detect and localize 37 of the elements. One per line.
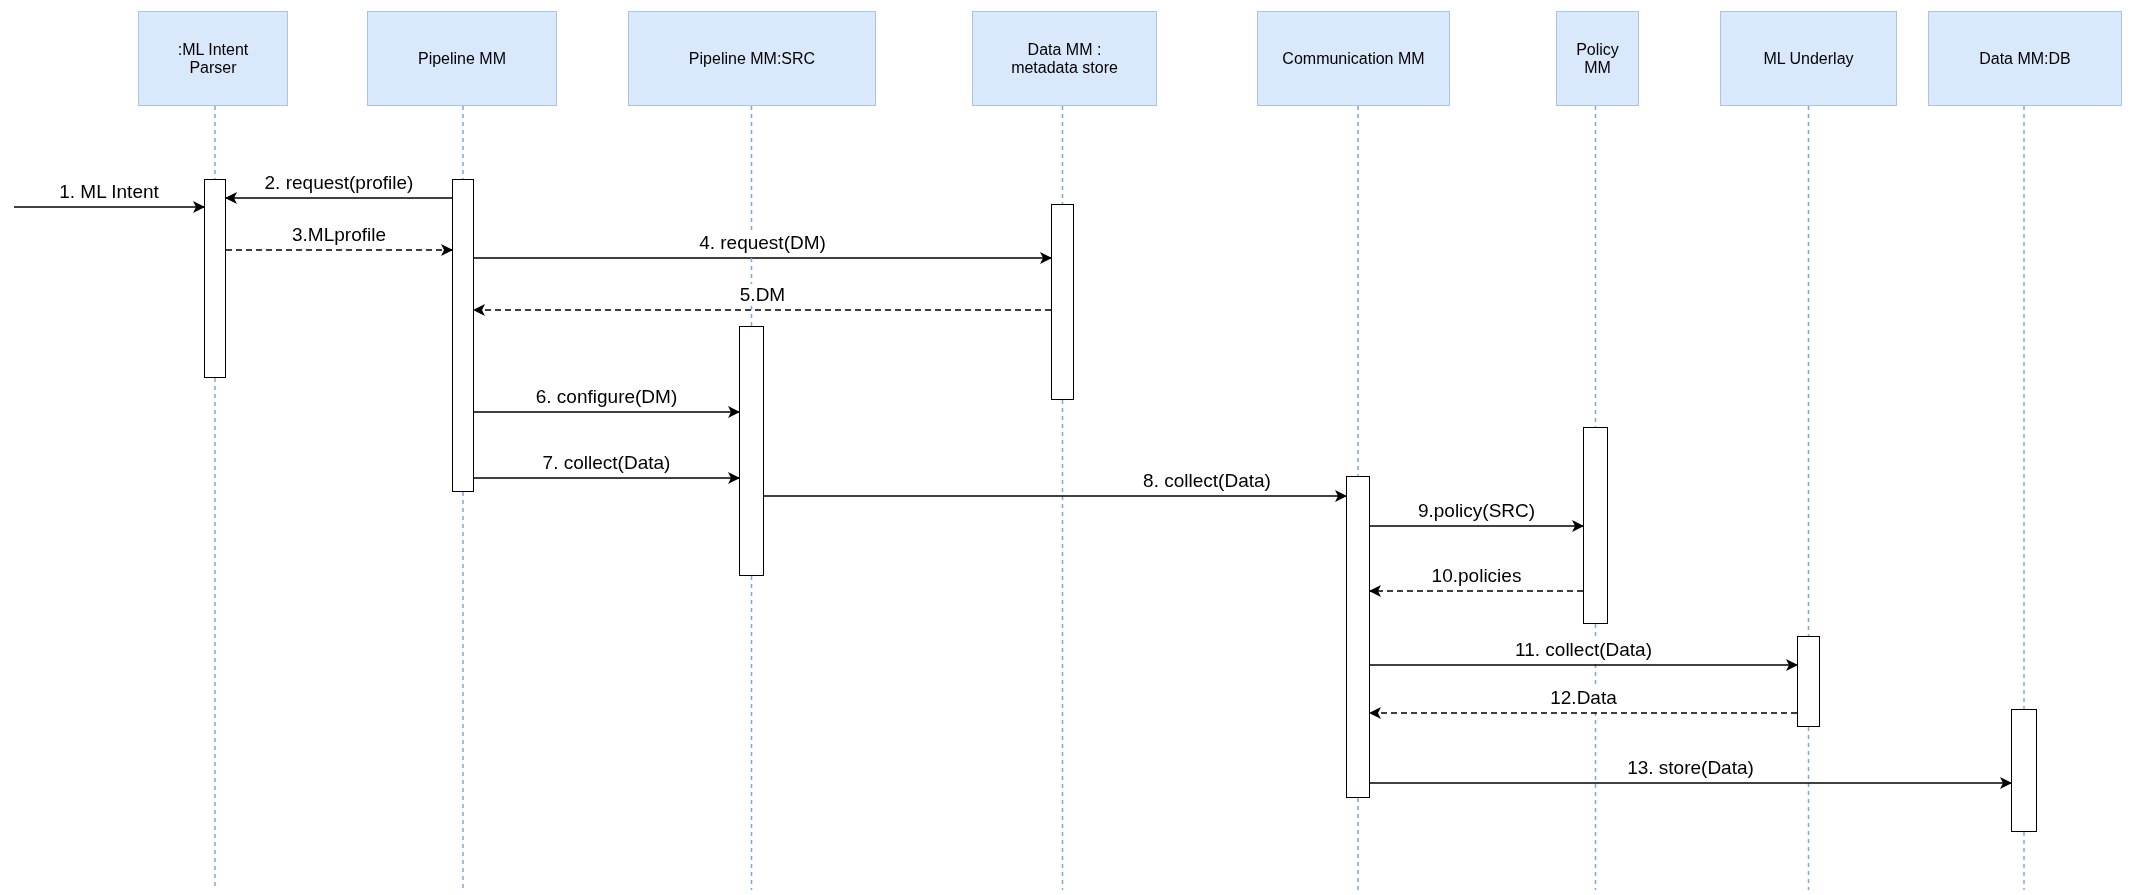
activation-bar bbox=[1583, 427, 1608, 624]
lifeline-header-box: Data MM:DB bbox=[1928, 11, 2122, 106]
message-label: 11. collect(Data) bbox=[1513, 639, 1654, 661]
lifeline-header-box: Policy MM bbox=[1556, 11, 1639, 106]
message-arrow bbox=[473, 252, 1052, 264]
lifeline-header-box: :ML Intent Parser bbox=[138, 11, 288, 106]
message-arrow bbox=[763, 490, 1347, 502]
activation-bar bbox=[1051, 204, 1074, 400]
lifeline bbox=[1357, 105, 1359, 477]
lifeline bbox=[750, 105, 753, 327]
return-message-arrow bbox=[473, 304, 1052, 316]
lifeline bbox=[1061, 105, 1064, 205]
message-arrow bbox=[1369, 520, 1584, 532]
activation-bar bbox=[2011, 709, 2037, 832]
activation-bar bbox=[452, 179, 474, 492]
lifeline-header-box: Pipeline MM:SRC bbox=[628, 11, 876, 106]
activation-bar bbox=[204, 179, 226, 378]
activation-bar bbox=[1346, 476, 1370, 798]
lifeline-header-box: ML Underlay bbox=[1720, 11, 1897, 106]
message-arrow bbox=[1369, 659, 1798, 671]
message-arrow bbox=[13, 201, 205, 213]
return-message-arrow bbox=[225, 244, 453, 256]
message-label: 4. request(DM) bbox=[697, 232, 828, 254]
lifeline bbox=[1807, 105, 1810, 637]
lifeline-header-box: Pipeline MM bbox=[367, 11, 557, 106]
lifeline bbox=[2023, 105, 2025, 710]
activation-bar bbox=[1797, 636, 1820, 727]
lifeline-header-box: Data MM : metadata store bbox=[972, 11, 1157, 106]
return-message-arrow bbox=[1369, 707, 1798, 719]
message-arrow bbox=[1369, 777, 2012, 789]
message-arrow bbox=[473, 472, 740, 484]
message-arrow bbox=[473, 406, 740, 418]
lifeline-header-box: Communication MM bbox=[1257, 11, 1450, 106]
message-label: 12.Data bbox=[1548, 687, 1619, 709]
activation-bar bbox=[739, 326, 764, 576]
return-message-arrow bbox=[1369, 585, 1584, 597]
message-arrow bbox=[225, 192, 453, 204]
